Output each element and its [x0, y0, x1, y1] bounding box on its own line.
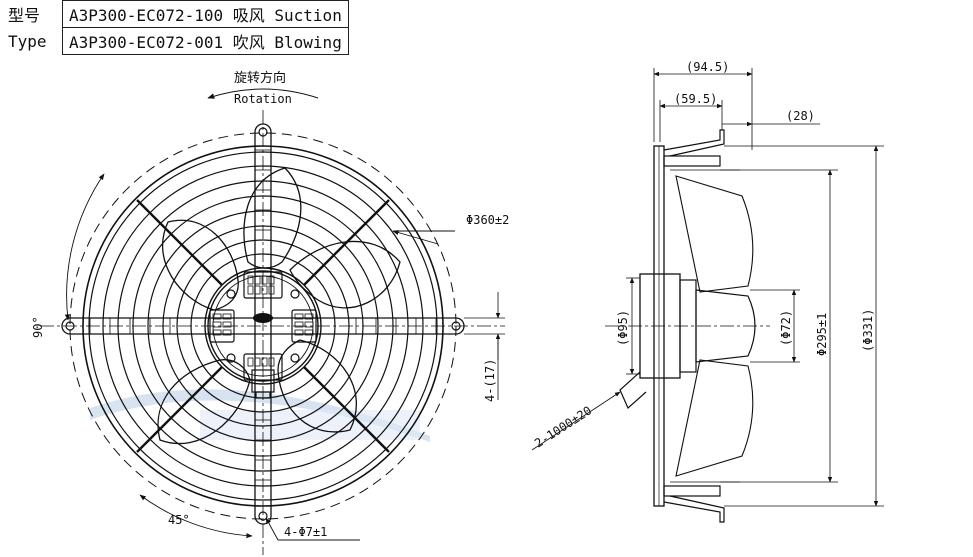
watermark-logo	[90, 389, 430, 442]
spec-row-suction: 型号 A3P300-EC072-100 吸风 Suction	[4, 0, 349, 28]
spec-value-blowing: A3P300-EC072-001 吹风 Blowing	[62, 27, 349, 55]
hub-diameter-95-label: (Φ95)	[616, 310, 630, 346]
hub-diameter-72-label: (Φ72)	[779, 310, 793, 346]
angle-90-label: 90°	[31, 316, 45, 338]
diameter-331-label: (Φ331)	[861, 309, 875, 352]
spec-label-model: 型号	[4, 0, 63, 28]
front-view	[40, 88, 505, 555]
slot-width-label: 4-(17)	[483, 359, 497, 402]
spec-value-suction: A3P300-EC072-100 吸风 Suction	[62, 0, 349, 28]
spec-table: 型号 A3P300-EC072-100 吸风 Suction Type A3P3…	[4, 0, 349, 55]
holes-label: 4-Φ7±1	[284, 525, 327, 539]
side-view	[531, 68, 884, 523]
rotation-label-en: Rotation	[234, 92, 292, 106]
depth-lip-label: (28)	[786, 109, 815, 123]
angle-45-label: 45°	[168, 513, 190, 527]
cable-length-label: 2-1000±20	[532, 403, 594, 450]
depth-total-label: (94.5)	[686, 60, 729, 74]
diameter-295-label: Φ295±1	[815, 313, 829, 356]
rotation-label-cn: 旋转方向	[234, 70, 286, 86]
spec-row-blowing: Type A3P300-EC072-001 吹风 Blowing	[4, 27, 349, 55]
diameter-360-label: Φ360±2	[466, 213, 509, 227]
depth-mid-label: (59.5)	[674, 92, 717, 106]
